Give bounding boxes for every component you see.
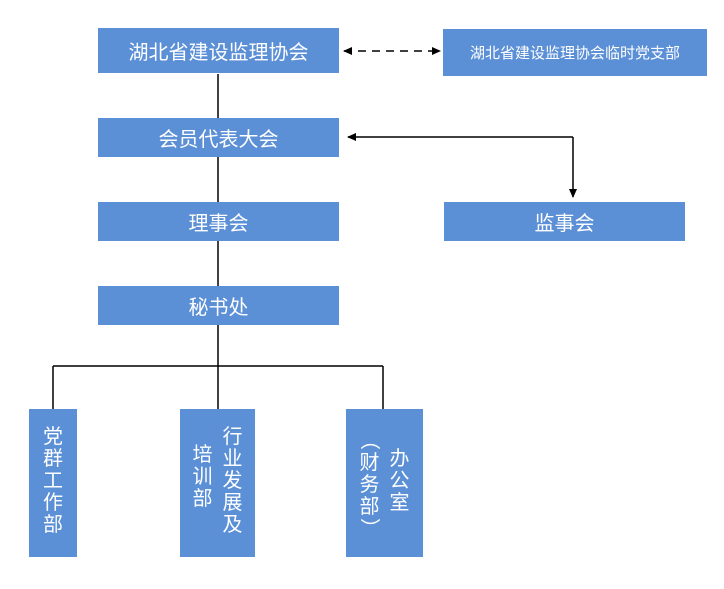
office-columns: 办公室 （财务部）: [357, 429, 410, 539]
industry-dev-columns: 行业发展及 培训部: [193, 425, 243, 535]
box-supervisory-board: 监事会: [444, 202, 685, 241]
vertical-char: （: [357, 430, 382, 450]
vertical-char: 务: [359, 472, 380, 496]
secretariat-label: 秘书处: [188, 295, 249, 319]
vertical-char: 财: [359, 450, 380, 474]
vertical-char: 业: [222, 446, 243, 470]
vertical-char: 群: [43, 446, 63, 470]
box-party-branch: 湖北省建设监理协会临时党支部: [443, 29, 707, 76]
box-members-congress: 会员代表大会: [98, 118, 339, 157]
box-industry-dev: 行业发展及 培训部: [180, 409, 255, 557]
vertical-char: 及: [222, 512, 243, 536]
office-label-col1: 办公室: [390, 447, 410, 513]
box-association: 湖北省建设监理协会: [98, 28, 339, 73]
vertical-char: 展: [222, 490, 243, 514]
party-branch-label: 湖北省建设监理协会临时党支部: [469, 44, 680, 62]
members-congress-label: 会员代表大会: [158, 127, 279, 151]
vertical-char: 行: [222, 424, 243, 448]
vertical-char: 训: [192, 464, 213, 488]
industry-dev-label-col2: 培训部: [193, 443, 213, 509]
office-label-col2: （财务部）: [357, 429, 382, 539]
council-label: 理事会: [188, 211, 249, 235]
vertical-char: ）: [357, 518, 382, 538]
industry-dev-label-col1: 行业发展及: [223, 425, 243, 535]
box-secretariat: 秘书处: [98, 286, 339, 325]
vertical-char: 公: [389, 468, 410, 492]
vertical-char: 办: [389, 446, 410, 470]
vertical-char: 工: [43, 468, 63, 492]
vertical-char: 党: [43, 424, 63, 448]
vertical-char: 部: [192, 486, 213, 510]
supervisory-board-label: 监事会: [534, 211, 595, 235]
box-council: 理事会: [98, 202, 339, 241]
vertical-char: 部: [359, 494, 380, 518]
association-label: 湖北省建设监理协会: [128, 40, 309, 64]
vertical-char: 作: [43, 490, 63, 514]
vertical-char: 培: [192, 442, 213, 466]
vertical-char: 发: [222, 468, 243, 492]
vertical-char: 部: [43, 512, 63, 536]
party-work-label: 党群工作部: [43, 425, 63, 535]
box-office: 办公室 （财务部）: [346, 409, 423, 557]
box-party-work: 党群工作部: [29, 409, 77, 557]
vertical-char: 室: [389, 490, 410, 514]
